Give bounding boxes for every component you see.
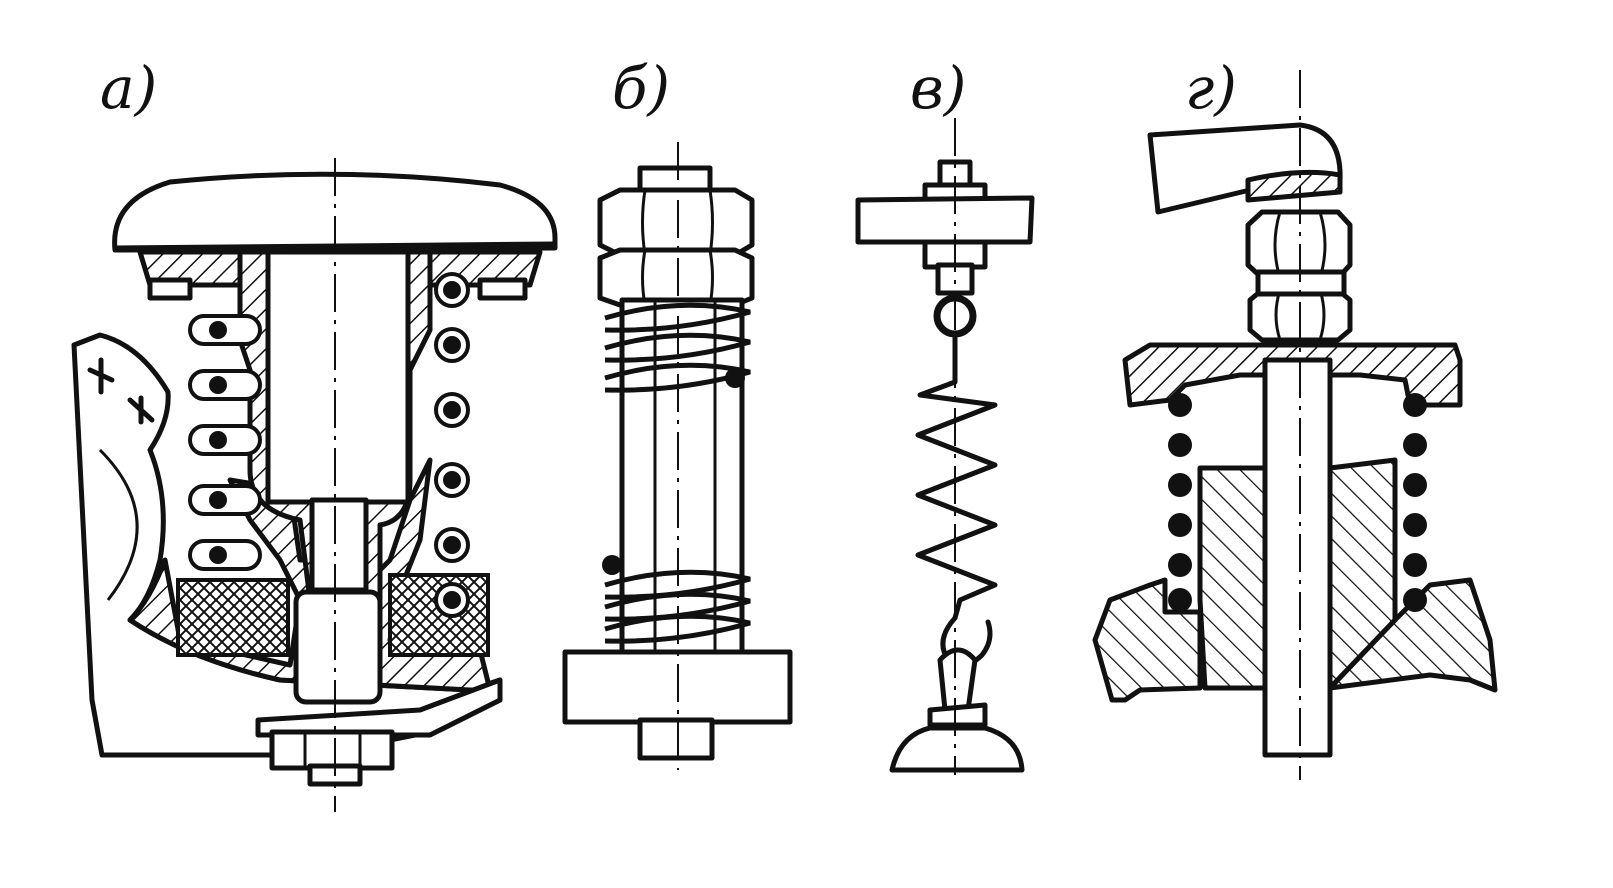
coil-core-a-right: [443, 536, 461, 554]
coil-turn-b-bottom: [604, 613, 751, 644]
housing-bore: [98, 448, 139, 601]
washer-left: [147, 277, 193, 301]
bottom-plate: [255, 677, 503, 738]
coil-dot-g-left: [1168, 433, 1192, 457]
coil-dot-g-right: [1403, 473, 1427, 497]
coil-dot-g-right: [1403, 393, 1427, 417]
coil-dot-g-right: [1403, 553, 1427, 577]
rocker-arm: [1147, 122, 1343, 215]
coil-dot-g-right: [1403, 513, 1427, 537]
packing-right: [388, 573, 490, 657]
cross-marks: [87, 357, 155, 425]
valve-stem-bore: [265, 249, 411, 505]
panel-b: б): [562, 54, 793, 770]
guide-bushing-left: [1197, 465, 1268, 691]
coil-turn-b-top: [604, 302, 751, 333]
coil-spring-v: [915, 379, 998, 621]
valve-stem-g: [1262, 357, 1333, 758]
spring-coils-g: [1168, 393, 1427, 612]
cap: [112, 171, 558, 253]
coil-dot-g-left: [1168, 473, 1192, 497]
coil-dot-g-left: [1168, 553, 1192, 577]
coil-dot-g-right: [1403, 433, 1427, 457]
lower-nut: [597, 247, 755, 308]
panel-label-b: б): [612, 54, 670, 122]
coil-core-a-right: [443, 591, 461, 609]
bottom-nut: [269, 729, 395, 771]
coil-core-a-right: [443, 401, 461, 419]
stem-lower: [309, 497, 369, 593]
cylinder-head-right: [1327, 577, 1498, 693]
packing-left: [176, 578, 290, 657]
stem-end: [293, 589, 383, 705]
rocker-pad: [1245, 169, 1343, 203]
coil-dot-g-left: [1168, 393, 1192, 417]
coil-core-a-left: [209, 376, 227, 394]
panel-label-g: г): [1185, 54, 1237, 122]
coil-dot-b1: [725, 368, 745, 388]
panel-g: г): [1092, 54, 1498, 780]
coil-core-a-left: [209, 431, 227, 449]
spring-coils-a: [188, 272, 470, 618]
panel-v: в): [855, 54, 1035, 775]
coil-turn-b-top: [604, 332, 751, 363]
coil-turn-b-top: [604, 362, 751, 393]
guide-bushing-right: [1327, 457, 1398, 691]
coil-dot-g-left: [1168, 513, 1192, 537]
upper-bracket-v: [855, 195, 1035, 245]
coil-core-a-left: [209, 546, 227, 564]
hook-shank-v: [937, 647, 978, 713]
coil-core-a-left: [209, 491, 227, 509]
coil-core-a-right: [443, 471, 461, 489]
coil-core-a-right: [443, 336, 461, 354]
coil-dot-g-left: [1168, 588, 1192, 612]
panel-label-a: а): [100, 54, 157, 122]
base-v: [889, 725, 1025, 773]
coil-dot-g-right: [1403, 588, 1427, 612]
bolt-tail-b: [637, 717, 715, 761]
coil-core-a-right: [443, 281, 461, 299]
coil-core-a-left: [209, 321, 227, 339]
spring-coils-b-top: [604, 302, 751, 393]
panel-a: а): [71, 54, 558, 812]
upper-nut: [597, 187, 755, 258]
cylinder-head-left: [1092, 577, 1203, 703]
washer-right: [477, 277, 528, 301]
foot-nut-v: [927, 702, 988, 728]
spring-coils-b-bottom: [604, 569, 751, 644]
panel-label-v: в): [910, 54, 966, 122]
coil-dot-b2: [602, 555, 622, 575]
